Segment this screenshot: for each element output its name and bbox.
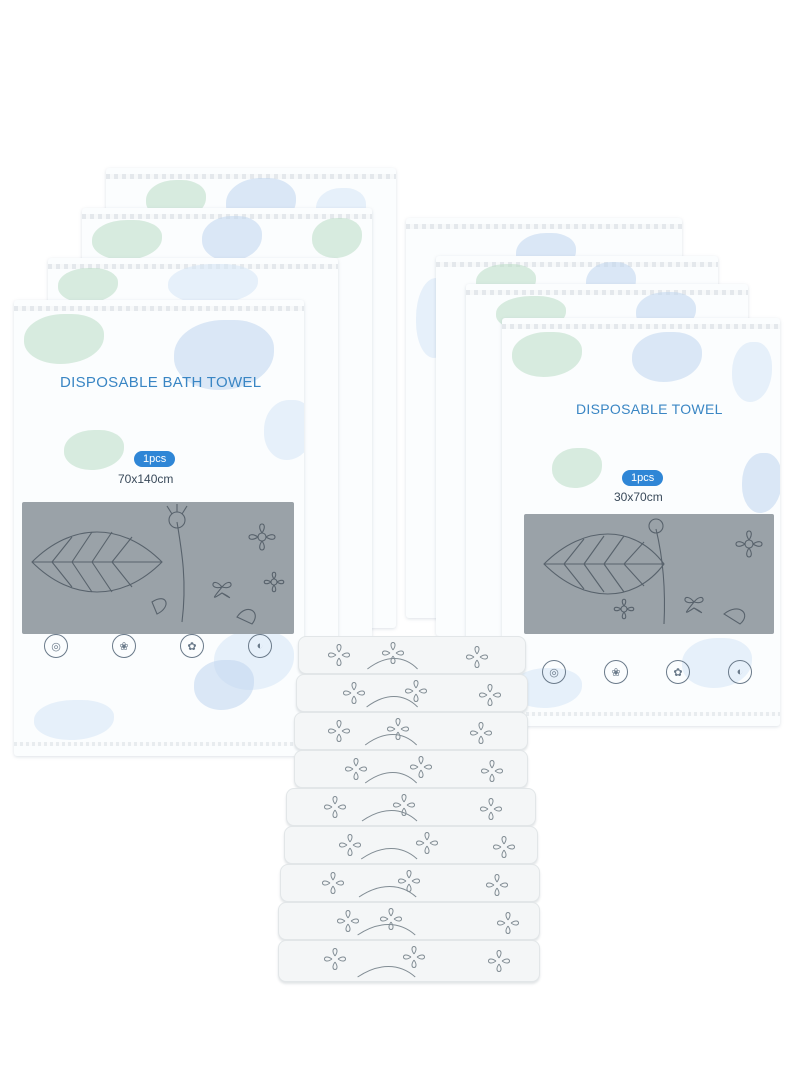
- quantity-badge: 1pcs: [622, 470, 664, 486]
- feature-icons: ◎ ❀ ✿ ◐: [542, 660, 752, 687]
- folded-towel: [298, 636, 526, 674]
- hygiene-icon: ◐: [728, 660, 752, 684]
- folded-towel: [286, 788, 536, 826]
- folded-towel: [280, 864, 540, 902]
- size-label: 70x140cm: [118, 472, 174, 486]
- towel-pattern: [337, 908, 519, 936]
- soft-icon: ❀: [112, 634, 136, 658]
- clean-icon: ✿: [180, 634, 204, 658]
- towel-window: [22, 502, 294, 634]
- folded-towel: [278, 940, 540, 982]
- pack-title: DISPOSABLE BATH TOWEL: [60, 374, 262, 391]
- skin-friendly-icon: ◎: [44, 634, 68, 658]
- hygiene-icon: ◐: [248, 634, 272, 658]
- bath-towel-pack: DISPOSABLE BATH TOWEL 1pcs 70x140cm ◎ ❀ …: [14, 300, 304, 756]
- soft-icon: ❀: [604, 660, 628, 684]
- feature-icons: ◎ ❀ ✿ ◐: [44, 634, 272, 661]
- size-label: 30x70cm: [614, 490, 663, 504]
- towel-pattern: [345, 756, 503, 784]
- folded-towel: [294, 712, 528, 750]
- towel-pattern: [343, 680, 501, 708]
- clean-icon: ✿: [666, 660, 690, 684]
- towel-pattern: [324, 794, 502, 822]
- towel-pattern: [328, 718, 492, 746]
- folded-towel-stack: [278, 636, 540, 982]
- quantity-badge: 1pcs: [134, 451, 176, 467]
- towel-pattern: [328, 642, 488, 670]
- towel-window: [524, 514, 774, 634]
- face-towel-pack: DISPOSABLE TOWEL 1pcs 30x70cm ◎ ❀ ✿ ◐: [502, 318, 780, 726]
- towel-pattern: [322, 870, 508, 898]
- folded-towel: [294, 750, 528, 788]
- pack-title: DISPOSABLE TOWEL: [576, 401, 723, 417]
- folded-towel: [284, 826, 538, 864]
- skin-friendly-icon: ◎: [542, 660, 566, 684]
- towel-pattern: [324, 946, 510, 978]
- towel-pattern: [339, 832, 515, 860]
- folded-towel: [278, 902, 540, 940]
- folded-towel: [296, 674, 528, 712]
